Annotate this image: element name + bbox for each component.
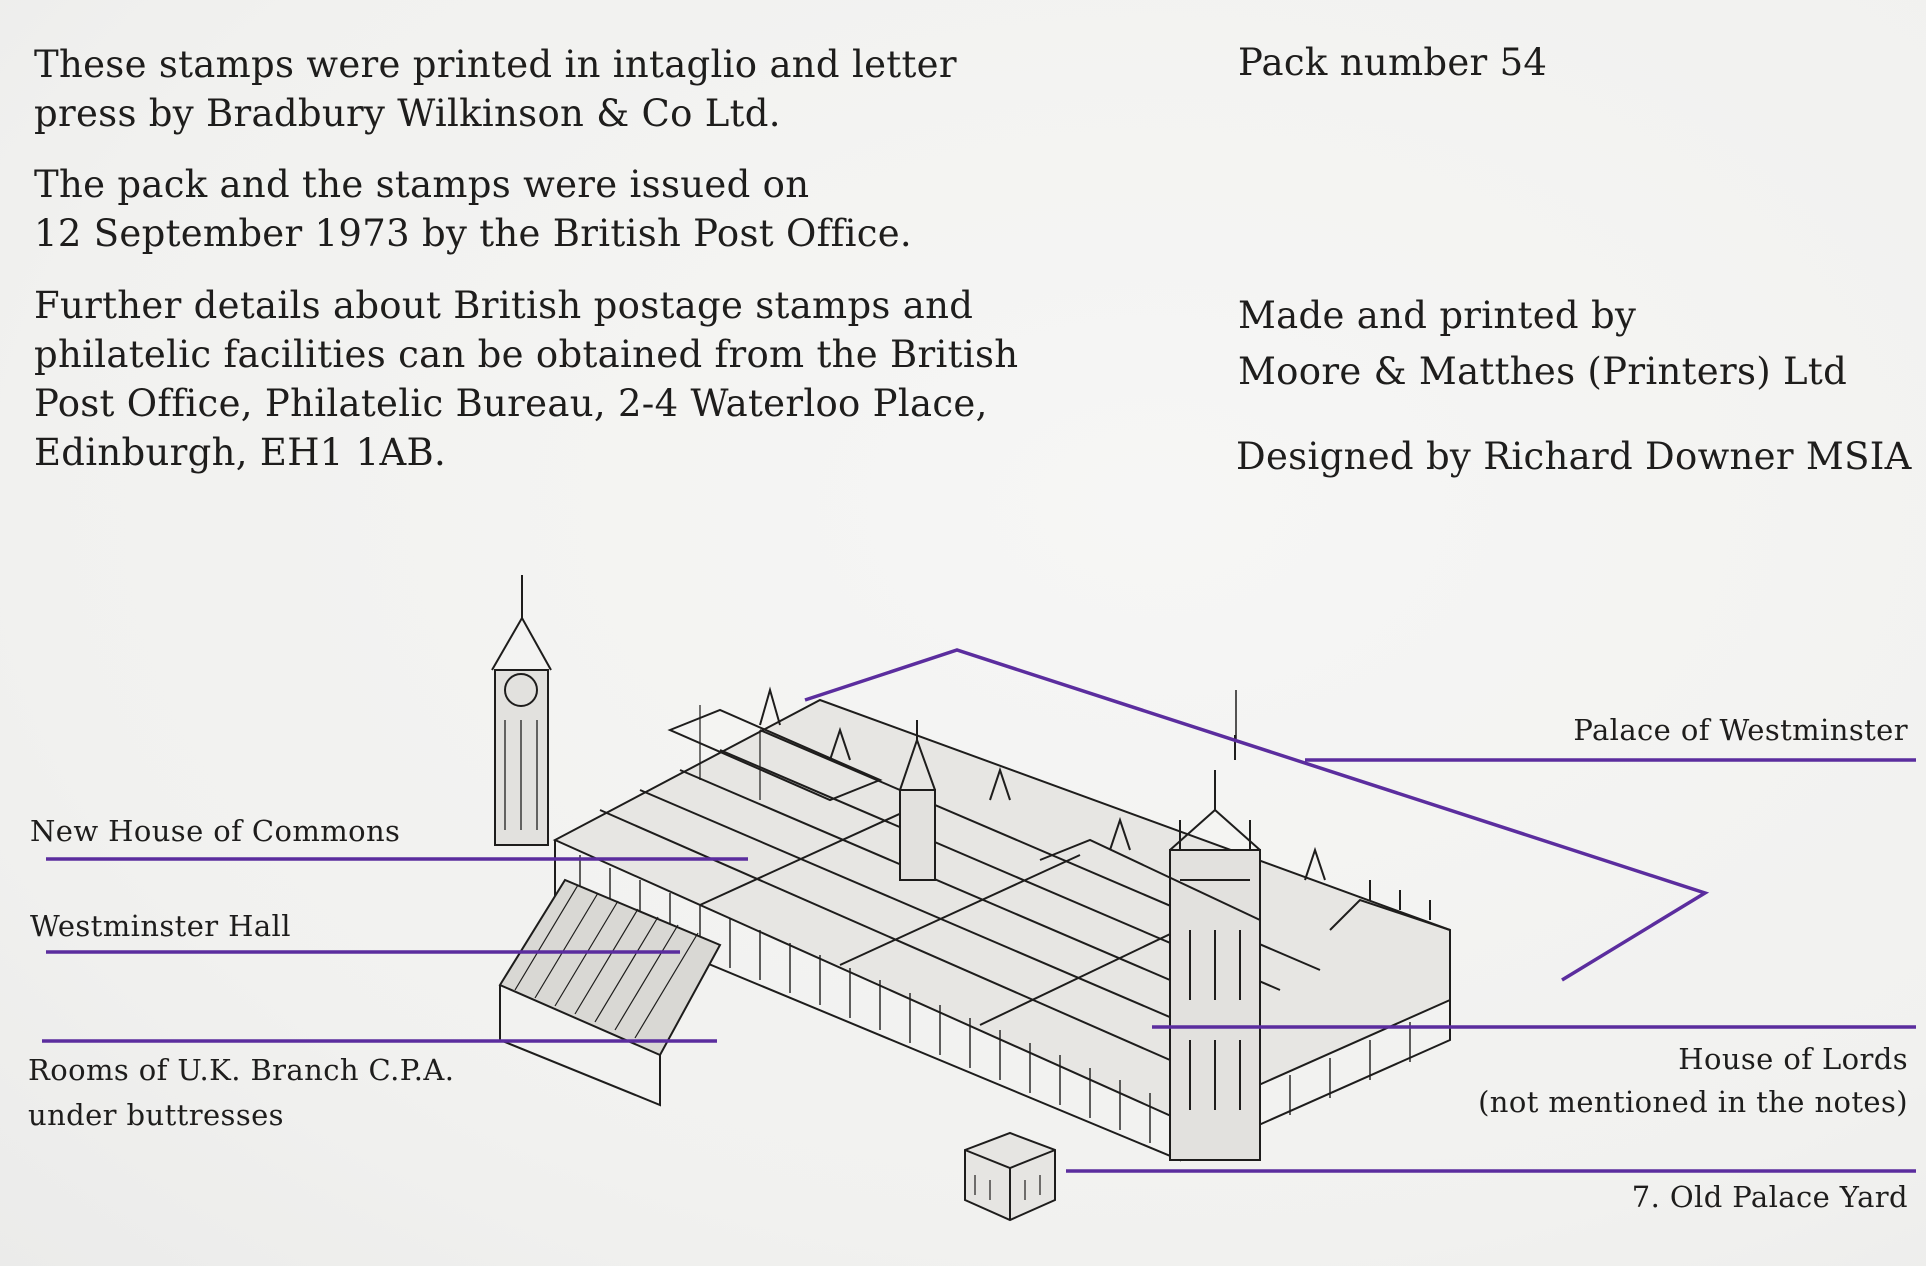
issue-note-line: The pack and the stamps were issued on	[34, 163, 810, 206]
philatelic-bureau-note: Further details about British postage st…	[34, 281, 1018, 477]
bureau-note-line: Post Office, Philatelic Bureau, 2-4 Wate…	[34, 382, 988, 425]
issue-note: The pack and the stamps were issued on 1…	[34, 160, 912, 258]
lords-label-line: (not mentioned in the notes)	[1478, 1085, 1908, 1119]
bureau-note-line: philatelic facilities can be obtained fr…	[34, 333, 1019, 376]
lords-label: House of Lords (not mentioned in the not…	[1478, 1038, 1908, 1124]
lords-label-line: House of Lords	[1678, 1042, 1908, 1076]
commons-label: New House of Commons	[30, 814, 401, 848]
pack-number: Pack number 54	[1238, 41, 1548, 84]
printing-note: These stamps were printed in intaglio an…	[34, 40, 957, 138]
river-front-building	[552, 698, 1451, 1122]
printer-credit-line: Made and printed by	[1238, 294, 1637, 337]
leader-lines	[42, 648, 1916, 1173]
issue-note-line: 12 September 1973 by the British Post Of…	[34, 212, 912, 255]
central-spire	[899, 789, 936, 881]
westminster-hall-roof	[498, 878, 722, 1057]
cpa-label-line: under buttresses	[28, 1098, 284, 1132]
printing-note-line: These stamps were printed in intaglio an…	[34, 43, 957, 86]
printer-credit-line: Moore & Matthes (Printers) Ltd	[1238, 350, 1848, 393]
victoria-tower	[1169, 849, 1261, 1161]
palace-label: Palace of Westminster	[1573, 713, 1908, 747]
palace-bracket-line	[804, 648, 1710, 982]
hall-label: Westminster Hall	[30, 909, 291, 943]
designer-credit: Designed by Richard Downer MSIA	[1236, 435, 1912, 478]
bureau-note-line: Further details about British postage st…	[34, 284, 974, 327]
cpa-label-line: Rooms of U.K. Branch C.P.A.	[28, 1053, 455, 1087]
old-palace-yard-label: 7. Old Palace Yard	[1631, 1180, 1908, 1214]
cpa-label: Rooms of U.K. Branch C.P.A. under buttre…	[28, 1048, 454, 1138]
printer-credit: Made and printed by Moore & Matthes (Pri…	[1238, 288, 1847, 400]
bureau-note-line: Edinburgh, EH1 1AB.	[34, 431, 447, 474]
printing-note-line: press by Bradbury Wilkinson & Co Ltd.	[34, 92, 781, 135]
